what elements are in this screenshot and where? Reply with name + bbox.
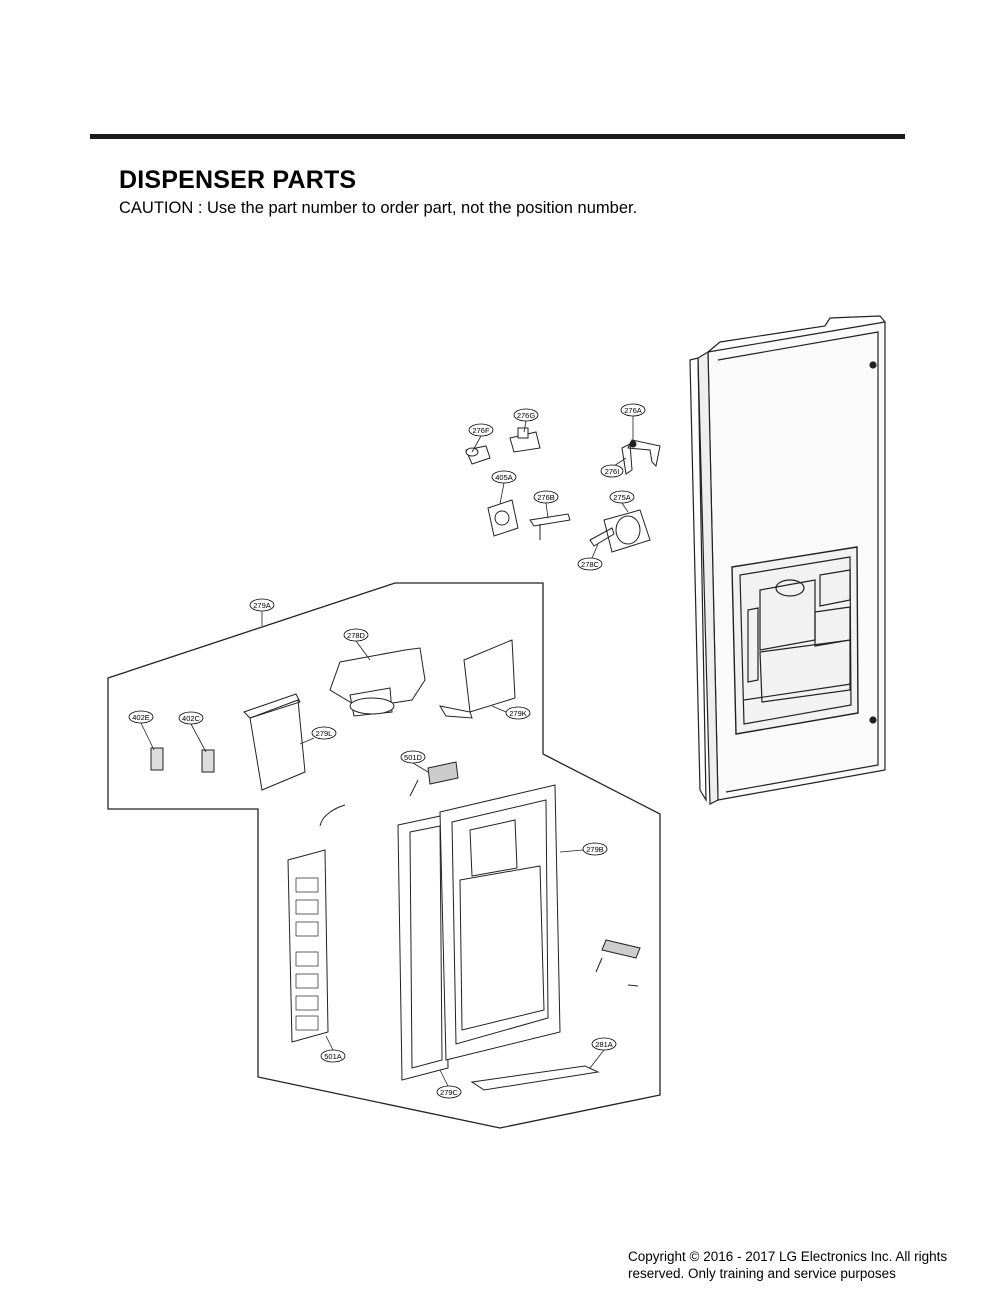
svg-text:405A: 405A [495,473,513,482]
callout-402E: 402E [128,710,154,724]
callout-276A: 276A [620,403,646,417]
svg-text:402C: 402C [182,714,201,723]
assembly-outline [107,582,661,1129]
svg-text:275A: 275A [613,493,631,502]
callout-405A: 405A [491,470,517,484]
callout-275A: 275A [609,490,635,504]
svg-text:501D: 501D [404,753,423,762]
svg-text:276B: 276B [537,493,555,502]
copyright-notice: Copyright © 2016 - 2017 LG Electronics I… [628,1248,947,1282]
callout-278C: 278C [577,557,603,571]
callout-279C: 279C [436,1085,462,1099]
svg-text:278C: 278C [581,560,600,569]
svg-text:276I: 276I [605,467,620,476]
callout-labels: 276A 276G 276F 276I 405A 276B 275A 278C … [128,403,646,1099]
door-panel [689,315,886,805]
svg-text:279L: 279L [316,729,333,738]
svg-text:278D: 278D [347,631,366,640]
svg-text:279C: 279C [440,1088,459,1097]
svg-text:402E: 402E [132,713,150,722]
callout-279A: 279A [249,598,275,612]
upper-parts [465,427,661,553]
svg-text:276F: 276F [472,426,490,435]
callout-279L: 279L [311,726,337,740]
inner-parts [150,639,641,1091]
callout-501D: 501D [400,750,426,764]
callout-276F: 276F [468,423,494,437]
callout-402C: 402C [178,711,204,725]
callout-278D: 278D [343,628,369,642]
callout-501A: 501A [320,1049,346,1063]
svg-text:279K: 279K [509,709,527,718]
svg-text:501A: 501A [324,1052,342,1061]
callout-279K: 279K [505,706,531,720]
svg-text:276G: 276G [517,411,536,420]
leader-lines [140,416,634,1087]
header-rule [90,134,905,139]
svg-text:281A: 281A [595,1040,613,1049]
svg-text:276A: 276A [624,406,642,415]
copyright-line-1: Copyright © 2016 - 2017 LG Electronics I… [628,1249,948,1264]
svg-text:279A: 279A [253,601,271,610]
copyright-line-2: reserved. Only training and service purp… [628,1266,896,1281]
svg-text:279B: 279B [586,845,604,854]
page-title: DISPENSER PARTS [119,166,357,194]
caution-note: CAUTION : Use the part number to order p… [119,199,638,217]
callout-276G: 276G [513,408,539,422]
callout-276I: 276I [600,464,624,478]
callout-276B: 276B [533,490,559,504]
callout-279B: 279B [582,842,608,856]
callout-281A: 281A [591,1037,617,1051]
